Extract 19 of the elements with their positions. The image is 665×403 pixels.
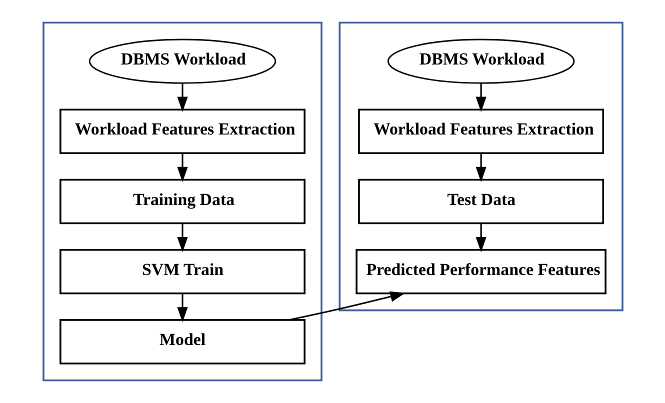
node-box: Predicted Performance Features [355,248,606,294]
node-box: Workload Features Extraction [59,108,305,154]
arrow [176,83,188,112]
arrow [475,83,486,112]
cluster [42,22,322,382]
arrow [176,294,188,322]
arrow [475,153,486,182]
node-box: SVM Train [59,248,305,294]
arrow [176,223,188,252]
node-box: Test Data [358,178,604,224]
cluster [338,22,623,312]
node-ellipse: DBMS Workload [88,38,276,84]
arrow [176,153,188,182]
node-box: Workload Features Extraction [358,108,604,154]
node-box: Training Data [59,178,305,224]
node-ellipse: DBMS Workload [386,38,574,84]
node-box: Model [59,319,305,364]
arrow [288,291,405,321]
arrow [475,223,486,252]
